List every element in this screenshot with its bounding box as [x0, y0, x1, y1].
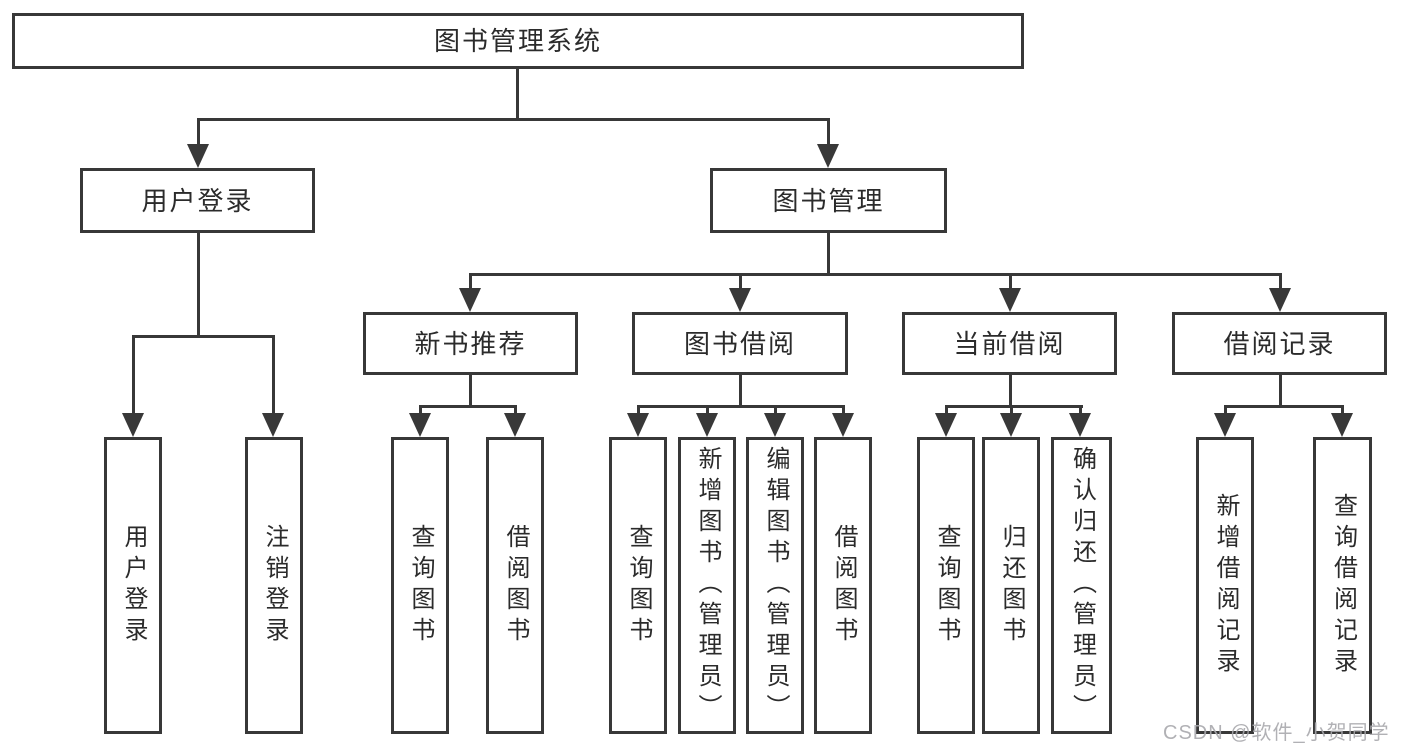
leaf-nb-borrow-books: 借阅图书 — [486, 437, 544, 734]
connector-stem-nb-query — [419, 405, 422, 415]
connector-user-login-trunk — [197, 232, 200, 335]
connector-stem-bb-add — [706, 405, 709, 415]
arrowhead-nb-borrow — [504, 413, 526, 437]
connector-book-borrow-bar — [637, 405, 845, 408]
connector-stem-borrow-records — [1279, 273, 1282, 290]
connector-root-bar — [197, 118, 830, 121]
arrowhead-user-login — [187, 144, 209, 168]
leaf-bb-borrow-books: 借阅图书 — [814, 437, 872, 734]
arrowhead-borrow-records — [1269, 288, 1291, 312]
arrowhead-current-borrow — [999, 288, 1021, 312]
connector-stem-bb-edit — [774, 405, 777, 415]
connector-stem-book-management — [827, 118, 830, 146]
node-book-management: 图书管理 — [710, 168, 947, 233]
connector-current-borrow-bar — [945, 405, 1083, 408]
arrowhead-cb-return — [1000, 413, 1022, 437]
connector-root-trunk — [516, 69, 519, 118]
connector-stem-nb-borrow — [514, 405, 517, 415]
connector-stem-book-borrow — [739, 273, 742, 290]
node-current-borrow: 当前借阅 — [902, 312, 1117, 375]
connector-stem-current-borrow — [1009, 273, 1012, 290]
connector-stem-cb-return — [1010, 405, 1013, 415]
leaf-bb-edit-books-admin: 编辑图书（管理员） — [746, 437, 804, 734]
connector-book-management-bar — [469, 273, 1281, 276]
leaf-cb-confirm-return-admin: 确认归还（管理员） — [1051, 437, 1112, 734]
leaf-nb-query-books: 查询图书 — [391, 437, 449, 734]
leaf-cb-return-books: 归还图书 — [982, 437, 1040, 734]
connector-stem-user-login — [197, 118, 200, 146]
connector-stem-br-query — [1341, 405, 1344, 415]
connector-stem-leaf-logout — [272, 335, 275, 415]
leaf-br-query-record: 查询借阅记录 — [1313, 437, 1372, 734]
connector-stem-leaf-login — [132, 335, 135, 415]
leaf-logout: 注销登录 — [245, 437, 303, 734]
connector-current-borrow-trunk — [1009, 375, 1012, 405]
arrowhead-new-book — [459, 288, 481, 312]
arrowhead-cb-query — [935, 413, 957, 437]
connector-borrow-records-trunk — [1279, 375, 1282, 405]
leaf-bb-query-books: 查询图书 — [609, 437, 667, 734]
connector-stem-br-add — [1224, 405, 1227, 415]
arrowhead-br-add — [1214, 413, 1236, 437]
connector-user-login-bar — [132, 335, 275, 338]
arrowhead-bb-add — [696, 413, 718, 437]
connector-new-book-bar — [419, 405, 517, 408]
node-new-book-recommend: 新书推荐 — [363, 312, 578, 375]
leaf-user-login: 用户登录 — [104, 437, 162, 734]
arrowhead-leaf-logout — [262, 413, 284, 437]
leaf-cb-query-books: 查询图书 — [917, 437, 975, 734]
connector-new-book-trunk — [469, 375, 472, 405]
arrowhead-nb-query — [409, 413, 431, 437]
watermark: CSDN @软件_小贺同学 — [1163, 722, 1390, 744]
node-borrow-records: 借阅记录 — [1172, 312, 1387, 375]
arrowhead-bb-edit — [764, 413, 786, 437]
arrowhead-cb-confirm — [1069, 413, 1091, 437]
leaf-br-add-record: 新增借阅记录 — [1196, 437, 1254, 734]
connector-borrow-records-bar — [1224, 405, 1344, 408]
arrowhead-bb-query — [627, 413, 649, 437]
connector-stem-new-book — [469, 273, 472, 290]
connector-stem-bb-query — [637, 405, 640, 415]
arrowhead-bb-borrow — [832, 413, 854, 437]
node-book-borrow: 图书借阅 — [632, 312, 848, 375]
connector-book-borrow-trunk — [739, 375, 742, 405]
connector-stem-cb-query — [945, 405, 948, 415]
connector-stem-cb-confirm — [1079, 405, 1082, 415]
leaf-bb-add-books-admin: 新增图书（管理员） — [678, 437, 736, 734]
node-user-login: 用户登录 — [80, 168, 315, 233]
node-root: 图书管理系统 — [12, 13, 1024, 69]
connector-stem-bb-borrow — [842, 405, 845, 415]
arrowhead-book-borrow — [729, 288, 751, 312]
arrowhead-book-management — [817, 144, 839, 168]
connector-book-management-trunk — [827, 232, 830, 273]
arrowhead-br-query — [1331, 413, 1353, 437]
arrowhead-leaf-login — [122, 413, 144, 437]
